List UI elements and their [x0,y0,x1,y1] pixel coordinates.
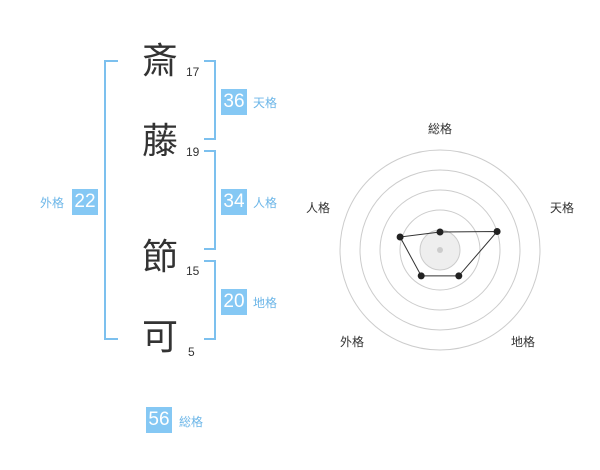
tenkaku-label: 天格 [253,96,278,110]
stroke-count-3: 15 [186,264,200,278]
radar-axis-label-jinkaku: 人格 [306,201,331,215]
stroke-count-4: 5 [188,345,195,359]
soukaku-label: 総格 [179,415,204,429]
name-char-4: 可 [141,317,178,358]
chikaku-value: 20 [221,289,247,315]
radar-ring-2 [399,209,481,291]
radar-point-4 [417,272,425,280]
tenkaku-bracket [204,60,216,140]
radar-point-2 [493,228,501,235]
jinkaku-label: 人格 [253,196,278,210]
jinkaku-bracket [204,150,216,250]
stroke-count-1: 17 [186,65,200,79]
stroke-count-2: 19 [186,145,200,159]
radar-point-1 [436,228,444,236]
radar-center-dot [437,247,443,253]
tenkaku-value: 36 [221,89,247,115]
name-char-3: 節 [141,237,178,278]
name-char-1: 斎 [141,41,178,82]
jinkaku-value: 34 [221,189,247,215]
gaikaku-bracket [104,60,118,340]
radar-ring-3 [379,189,501,311]
radar-axis-label-chikaku: 地格 [511,335,536,349]
radar-point-5 [396,233,404,241]
chikaku-label: 地格 [253,296,278,310]
radar-ring-4 [359,169,521,331]
radar-axis-label-gaikaku: 外格 [340,335,365,349]
radar-point-3 [455,272,463,280]
chikaku-bracket [204,260,216,340]
name-char-2: 藤 [141,121,178,162]
radar-ring-5 [339,149,541,351]
soukaku-value: 56 [146,407,172,433]
radar-polygon [399,230,499,277]
radar-axis-label-tenkaku: 天格 [550,201,575,215]
radar-axis-label-soukaku: 総格 [428,122,453,136]
gaikaku-value: 22 [72,189,98,215]
gaikaku-label: 外格 [40,196,65,210]
